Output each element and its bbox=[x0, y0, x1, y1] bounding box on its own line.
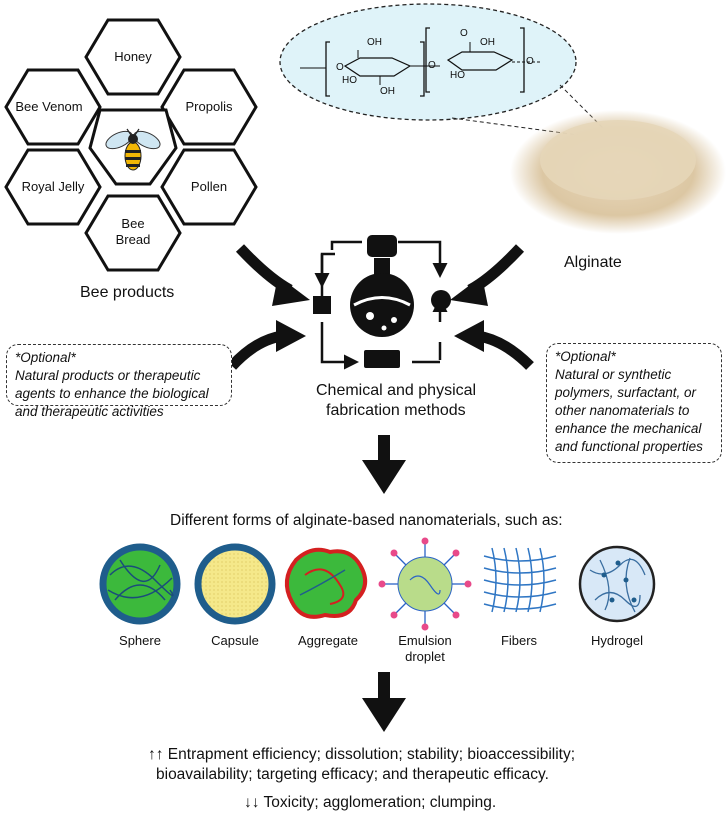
hex-royal-jelly bbox=[4, 148, 102, 226]
alginate-powder-image bbox=[510, 110, 726, 234]
right-optional-box: *Optional* Natural or synthetic polymers… bbox=[546, 343, 722, 463]
form-emulsion-graphic bbox=[378, 537, 472, 631]
form-caption-aggregate: Aggregate bbox=[298, 633, 358, 648]
arrow-down-1 bbox=[362, 435, 406, 494]
right-optional-line-2: polymers, surfactant, or bbox=[555, 385, 697, 400]
formula-ho-2: HO bbox=[450, 70, 465, 81]
right-optional-line-5: and functional properties bbox=[555, 439, 703, 454]
outcomes-up-line1: ↑↑ Entrapment efficiency; dissolution; s… bbox=[148, 746, 576, 763]
alginate-formula-bubble bbox=[279, 3, 616, 141]
arrow-from-right-optional bbox=[454, 320, 534, 370]
form-caption-emulsion: Emulsion bbox=[398, 633, 452, 648]
form-hydrogel-graphic bbox=[578, 545, 656, 623]
form-caption-hydrogel: Hydrogel bbox=[590, 633, 644, 648]
left-optional-line-1: Natural products or therapeutic bbox=[15, 368, 201, 383]
form-sphere-graphic bbox=[99, 543, 181, 625]
left-optional-box: *Optional* Natural products or therapeut… bbox=[6, 344, 232, 419]
right-optional-line-3: other nanomaterials to bbox=[555, 403, 690, 418]
outcomes-up-line2: bioavailability; targeting efficacy; and… bbox=[156, 766, 549, 783]
formula-cooh-oh: OH bbox=[480, 37, 495, 48]
formula-oh-1: OH bbox=[367, 37, 382, 48]
right-optional-line-4: enhance the mechanical bbox=[555, 421, 702, 436]
arrow-from-bee-products bbox=[235, 244, 310, 306]
form-caption-droplet: droplet bbox=[405, 649, 445, 664]
bee-icon bbox=[105, 128, 161, 171]
hex-label-honey: Honey bbox=[114, 49, 152, 64]
arrow-down-2 bbox=[362, 672, 406, 732]
arrow-from-left-optional bbox=[227, 320, 306, 370]
hex-label-pollen: Pollen bbox=[190, 179, 228, 194]
center-label-line1: Chemical and physical bbox=[316, 382, 477, 399]
form-caption-sphere: Sphere bbox=[119, 633, 161, 648]
formula-o-left: O bbox=[336, 62, 344, 73]
bee-products-title: Bee products bbox=[80, 284, 175, 301]
right-optional-heading: *Optional* bbox=[555, 349, 616, 364]
formula-o-mid: O bbox=[428, 60, 436, 71]
hex-honey bbox=[84, 18, 182, 96]
form-aggregate-graphic bbox=[284, 547, 368, 619]
hex-propolis bbox=[160, 68, 258, 146]
formula-ho-1: HO bbox=[342, 75, 357, 86]
flask-icon bbox=[313, 235, 451, 368]
hex-label-propolis: Propolis bbox=[185, 99, 233, 114]
form-caption-capsule: Capsule bbox=[211, 633, 259, 648]
hex-label-bee-venom: Bee Venom bbox=[15, 99, 83, 114]
hex-bee-venom bbox=[4, 68, 102, 146]
formula-oh-2: OH bbox=[380, 86, 395, 97]
hex-label-bread: Bread bbox=[115, 232, 151, 247]
hex-label-royal-jelly: Royal Jelly bbox=[21, 179, 85, 194]
left-optional-line-2: agents to enhance the biological bbox=[15, 386, 209, 401]
center-label-line2: fabrication methods bbox=[326, 402, 466, 419]
alginate-title: Alginate bbox=[564, 254, 622, 271]
honeycomb bbox=[4, 18, 258, 272]
hex-pollen bbox=[160, 148, 258, 226]
fabrication-icon bbox=[314, 240, 448, 370]
left-optional-line-3: and therapeutic activities bbox=[15, 404, 164, 419]
arrow-from-alginate bbox=[450, 244, 525, 306]
outcomes-down-line: ↓↓ Toxicity; agglomeration; clumping. bbox=[244, 794, 497, 811]
hex-bee-bread bbox=[84, 194, 182, 272]
forms-heading: Different forms of alginate-based nanoma… bbox=[170, 512, 563, 529]
formula-o-right: O bbox=[526, 56, 534, 67]
formula-cooh-o: O bbox=[460, 28, 468, 39]
form-capsule-graphic bbox=[194, 543, 276, 625]
right-optional-line-1: Natural or synthetic bbox=[555, 367, 672, 382]
left-optional-heading: *Optional* bbox=[15, 350, 76, 365]
hex-label-bee: Bee bbox=[121, 216, 145, 231]
form-fibers-graphic bbox=[483, 547, 557, 613]
form-caption-fibers: Fibers bbox=[500, 633, 538, 648]
